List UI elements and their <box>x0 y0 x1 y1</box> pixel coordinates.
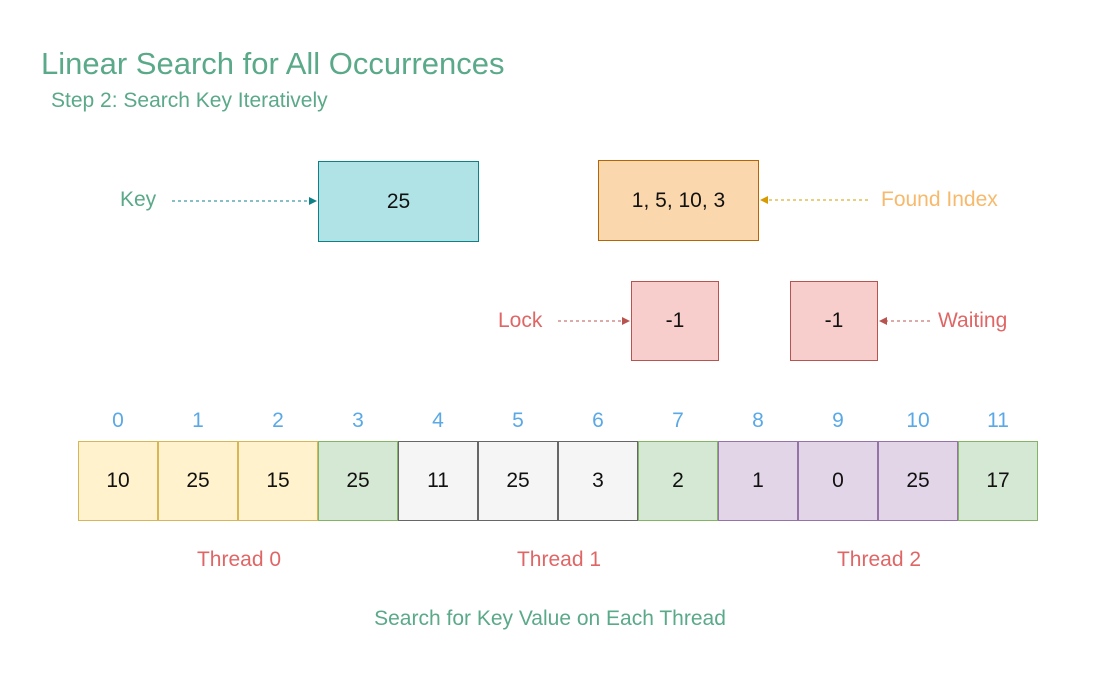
array-cell: 0 <box>798 441 878 521</box>
array-index: 9 <box>832 409 844 432</box>
array-index: 8 <box>752 409 764 432</box>
array-index: 2 <box>272 409 284 432</box>
array-index: 11 <box>987 409 1009 432</box>
diagram-title: Linear Search for All Occurrences <box>41 46 505 81</box>
array-index: 0 <box>112 409 124 432</box>
array-index: 5 <box>512 409 524 432</box>
array-index: 6 <box>592 409 604 432</box>
key-box: 25 <box>318 161 479 242</box>
array-cell: 25 <box>478 441 558 521</box>
waiting-value: -1 <box>824 309 844 332</box>
array-index: 4 <box>432 409 444 432</box>
found-index-label: Found Index <box>881 188 998 211</box>
array-cell: 3 <box>558 441 638 521</box>
array-index: 3 <box>352 409 364 432</box>
array-index: 7 <box>672 409 684 432</box>
waiting-box: -1 <box>790 281 878 361</box>
array-cell: 11 <box>398 441 478 521</box>
lock-label: Lock <box>498 309 543 332</box>
key-label: Key <box>120 188 157 211</box>
array-cell: 10 <box>78 441 158 521</box>
array-cell: 25 <box>878 441 958 521</box>
diagram-subtitle: Step 2: Search Key Iteratively <box>51 89 328 112</box>
array-indices: 0 1 2 3 4 5 6 7 8 9 10 11 <box>78 408 1039 434</box>
array-row: 10 25 15 25 11 25 3 2 1 0 25 17 <box>78 441 1039 521</box>
array-cell: 25 <box>158 441 238 521</box>
key-value: 25 <box>386 189 411 213</box>
found-index-value: 1, 5, 10, 3 <box>631 188 726 212</box>
array-cell: 15 <box>238 441 318 521</box>
thread-1-label: Thread 1 <box>516 548 602 571</box>
thread-2-label: Thread 2 <box>836 548 922 571</box>
array-cell: 17 <box>958 441 1038 521</box>
array-cell: 1 <box>718 441 798 521</box>
bottom-caption: Search for Key Value on Each Thread <box>374 607 726 630</box>
thread-0-label: Thread 0 <box>196 548 282 571</box>
array-cell: 25 <box>318 441 398 521</box>
waiting-label: Waiting <box>938 309 1008 332</box>
lock-box: -1 <box>631 281 719 361</box>
array-index: 10 <box>906 409 930 432</box>
array-cell: 2 <box>638 441 718 521</box>
lock-value: -1 <box>665 309 685 332</box>
array-index: 1 <box>192 409 204 432</box>
found-index-box: 1, 5, 10, 3 <box>598 160 759 241</box>
